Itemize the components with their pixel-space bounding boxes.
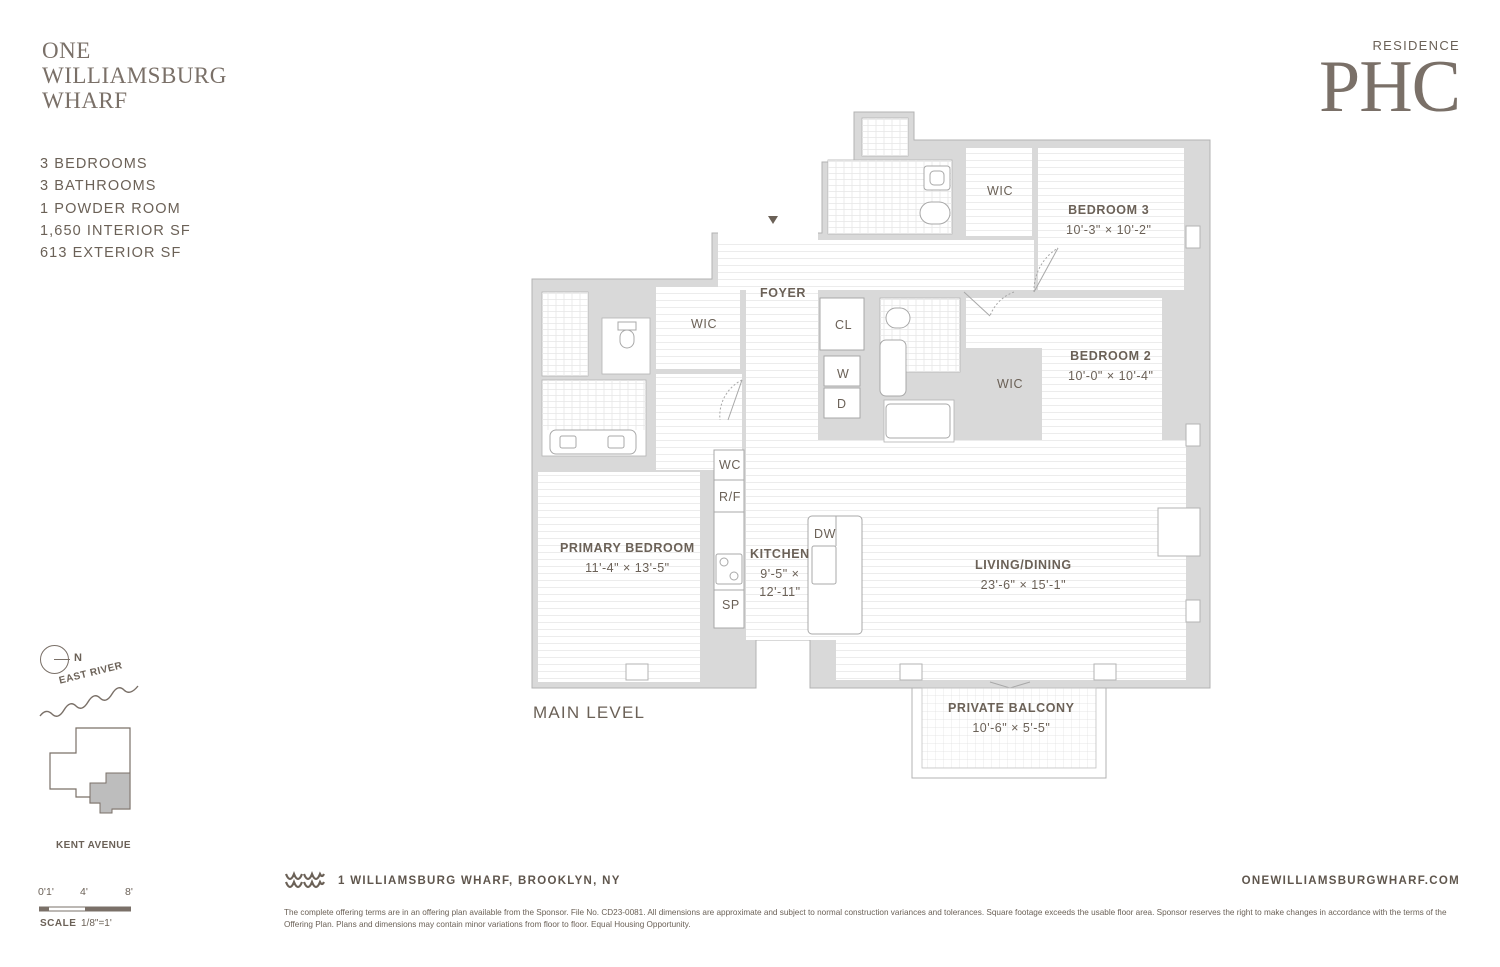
room-name: FOYER bbox=[760, 286, 807, 300]
room-dims-2: 12'-11" bbox=[759, 585, 801, 599]
tag-wic-primary: WIC bbox=[691, 317, 718, 331]
room-dims: 9'-5" × bbox=[760, 567, 800, 581]
river-wave-icon bbox=[39, 685, 139, 717]
room-name: PRIVATE BALCONY bbox=[948, 701, 1075, 715]
room-bedroom-2: BEDROOM 2 10'-0" × 10'-4" bbox=[1068, 349, 1153, 383]
scale-bar bbox=[39, 906, 131, 912]
tag-wic-bedroom-2: WIC bbox=[997, 377, 1024, 391]
tag-closet: CL bbox=[835, 318, 853, 332]
tag-sp: SP bbox=[722, 598, 740, 612]
residence-name: PHC bbox=[1319, 46, 1461, 128]
entry-arrow-icon bbox=[768, 216, 778, 224]
brand-line: WHARF bbox=[42, 88, 128, 113]
room-primary-bedroom: PRIMARY BEDROOM 11'-4" × 13'-5" bbox=[560, 541, 695, 575]
stat-powder-room: 1 POWDER ROOM bbox=[40, 200, 181, 217]
room-dims: 10'-3" × 10'-2" bbox=[1066, 223, 1152, 237]
legal-disclaimer: The complete offering terms are in an of… bbox=[284, 908, 1447, 929]
scale-tick: 0' bbox=[38, 886, 46, 898]
tag-wine-cooler: WC bbox=[719, 458, 742, 472]
room-name: BEDROOM 2 bbox=[1070, 349, 1152, 363]
scale-tick: 8' bbox=[125, 886, 133, 898]
scale-label: SCALE bbox=[40, 918, 77, 929]
room-name: BEDROOM 3 bbox=[1068, 203, 1150, 217]
tag-dryer: D bbox=[837, 397, 847, 411]
scale-tick: 4' bbox=[80, 886, 88, 898]
room-living-dining: LIVING/DINING 23'-6" × 15'-1" bbox=[975, 558, 1072, 592]
room-dims: 23'-6" × 15'-1" bbox=[980, 578, 1067, 592]
room-name: PRIMARY BEDROOM bbox=[560, 541, 695, 555]
footer-address: 1 WILLIAMSBURG WHARF, BROOKLYN, NY bbox=[338, 875, 621, 887]
room-dims: 10'-6" × 5'-5" bbox=[972, 721, 1051, 735]
tag-dishwasher: DW bbox=[814, 527, 837, 541]
north-label: N bbox=[74, 652, 82, 664]
tag-washer: W bbox=[837, 367, 850, 381]
tag-refrigerator: R/F bbox=[719, 490, 741, 504]
room-kitchen: KITCHEN 9'-5" × 12'-11" bbox=[750, 547, 810, 599]
room-bedroom-3: BEDROOM 3 10'-3" × 10'-2" bbox=[1066, 203, 1151, 237]
key-plan bbox=[49, 727, 131, 814]
compass-icon bbox=[40, 645, 70, 674]
brand-line: ONE bbox=[42, 38, 91, 63]
room-private-balcony: PRIVATE BALCONY 10'-6" × 5'-5" bbox=[948, 701, 1075, 735]
scale-tick: 1' bbox=[46, 886, 54, 898]
stat-interior-sf: 1,650 INTERIOR SF bbox=[40, 222, 191, 239]
room-name: KITCHEN bbox=[750, 547, 810, 561]
residence-label: RESIDENCE bbox=[1372, 38, 1460, 53]
stat-bathrooms: 3 BATHROOMS bbox=[40, 178, 157, 195]
stat-bedrooms: 3 BEDROOMS bbox=[40, 156, 148, 172]
stat-exterior-sf: 613 EXTERIOR SF bbox=[40, 245, 182, 262]
room-name: LIVING/DINING bbox=[975, 558, 1072, 572]
brand-line: WILLIAMSBURG bbox=[42, 63, 227, 88]
street-label: KENT AVENUE bbox=[56, 840, 131, 851]
room-dims: 10'-0" × 10'-4" bbox=[1068, 369, 1154, 383]
tag-wic-bedroom-3: WIC bbox=[987, 184, 1014, 198]
brand-logo: ONE WILLIAMSBURG WHARF bbox=[42, 38, 227, 113]
room-foyer: FOYER bbox=[760, 286, 806, 300]
room-dims: 11'-4" × 13'-5" bbox=[585, 561, 670, 575]
unit-stats: 3 BEDROOMS 3 BATHROOMS 1 POWDER ROOM 1,6… bbox=[40, 153, 191, 264]
footer-website-link[interactable]: ONEWILLIAMSBURGWHARF.COM bbox=[1241, 875, 1460, 887]
wharf-logo-icon bbox=[284, 871, 325, 889]
level-label: MAIN LEVEL bbox=[533, 703, 646, 722]
scale-ratio: 1/8"=1' bbox=[81, 918, 112, 929]
north-compass: N bbox=[40, 645, 82, 674]
